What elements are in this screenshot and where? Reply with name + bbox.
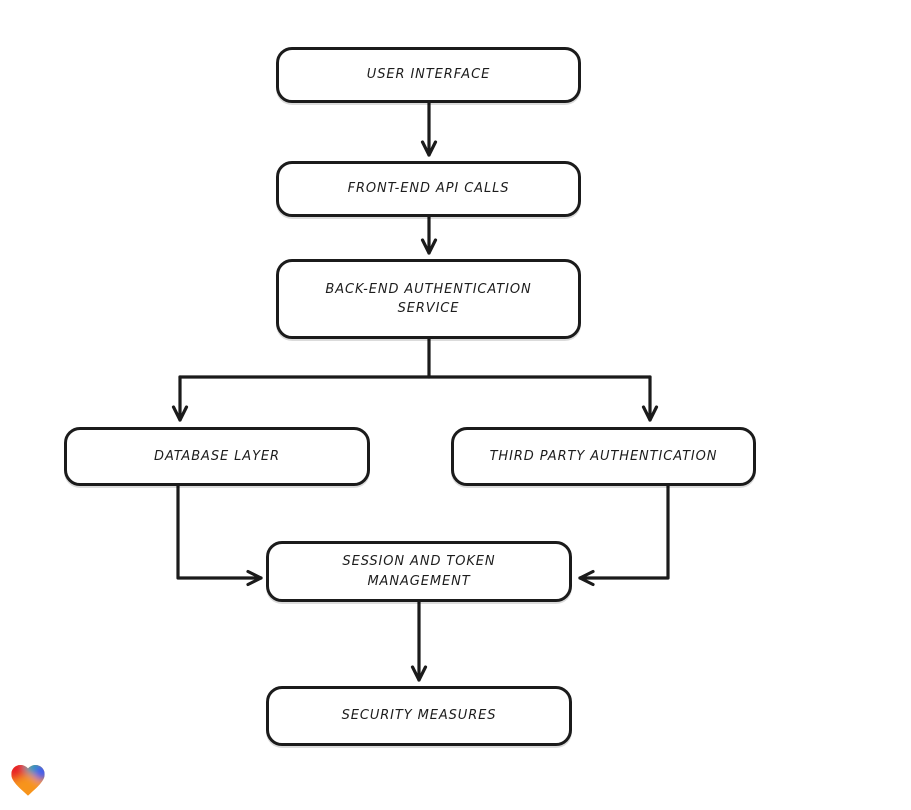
node-label: BACK-END AUTHENTICATION SERVICE	[325, 281, 532, 317]
edge-back-end-to-third-party	[641, 375, 659, 422]
arrowhead-down-icon	[171, 405, 189, 422]
node-label: FRONT-END API CALLS	[347, 181, 510, 197]
node-label: THIRD PARTY AUTHENTICATION	[489, 448, 718, 464]
node-security-measures: SECURITY MEASURES	[266, 686, 572, 746]
node-third-party-authentication: THIRD PARTY AUTHENTICATION	[451, 427, 756, 486]
node-back-end-authentication-service: BACK-END AUTHENTICATION SERVICE	[276, 259, 581, 339]
edge-database-to-session	[176, 481, 263, 587]
heart-logo-icon	[11, 765, 45, 796]
arrowhead-left-icon	[578, 569, 595, 587]
node-label: SESSION AND TOKEN MANAGEMENT	[342, 554, 496, 589]
node-user-interface: USER INTERFACE	[276, 47, 581, 103]
arrowhead-down-icon	[420, 238, 438, 255]
arrowhead-down-icon	[410, 665, 428, 682]
arrowhead-right-icon	[246, 569, 263, 587]
edge-front-end-to-back-end	[420, 212, 438, 255]
edge-session-to-security	[410, 597, 428, 682]
node-label: SECURITY MEASURES	[341, 708, 497, 724]
arrowhead-down-icon	[420, 140, 438, 157]
node-front-end-api-calls: FRONT-END API CALLS	[276, 161, 581, 217]
edge-user-interface-to-front-end	[420, 98, 438, 157]
edge-third-party-to-session	[578, 481, 670, 587]
node-session-and-token-management: SESSION AND TOKEN MANAGEMENT	[266, 541, 572, 602]
arrowhead-down-icon	[641, 405, 659, 422]
node-label: DATABASE LAYER	[154, 448, 280, 464]
node-label: USER INTERFACE	[366, 67, 491, 83]
node-database-layer: DATABASE LAYER	[64, 427, 370, 486]
edge-back-end-to-database	[171, 334, 652, 422]
